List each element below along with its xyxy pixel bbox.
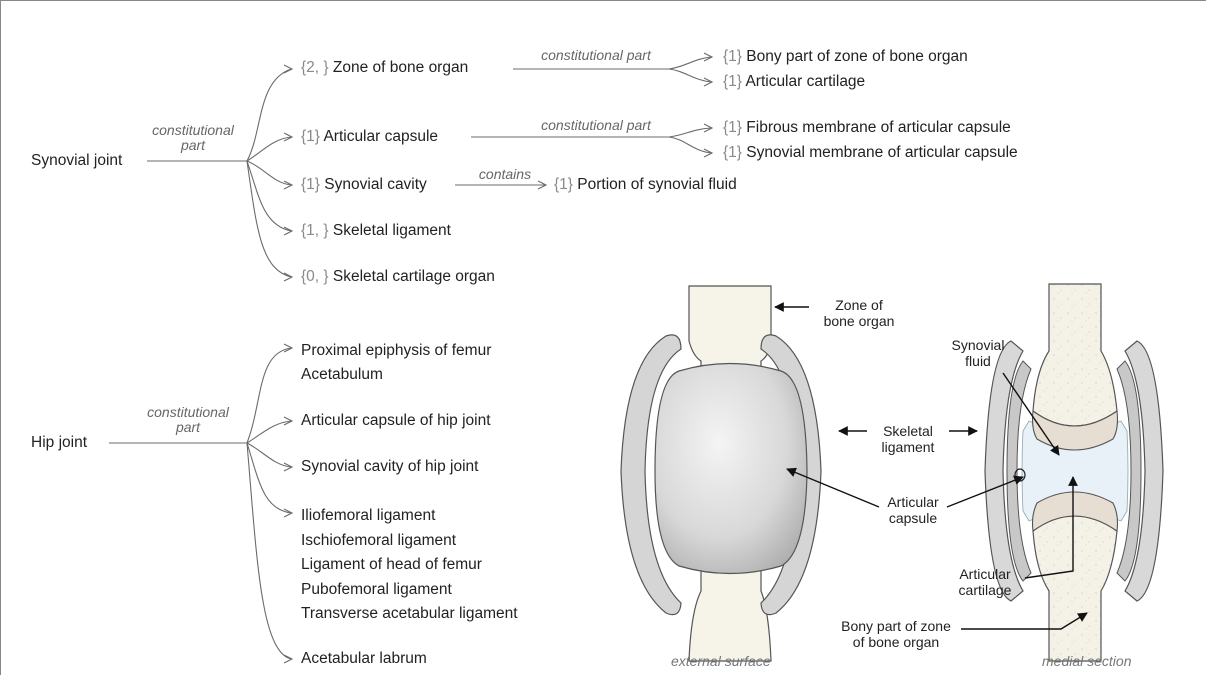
- part-label: Bony part of zone of bone organ: [746, 48, 967, 65]
- upper-bone: [1033, 284, 1117, 426]
- label-line: fluid: [945, 353, 1011, 369]
- hip-group-bones: Proximal epiphysis of femur Acetabulum: [301, 339, 491, 387]
- child-zone-of-bone-organ: {2, } Zone of bone organ: [301, 59, 468, 77]
- hip-part: Pubofemoral ligament: [301, 578, 518, 603]
- zone-rel-label: constitutional part: [526, 48, 666, 63]
- hip-rel-label: constitutional part: [131, 405, 245, 435]
- label-articular-capsule: Articular capsule: [873, 494, 953, 526]
- label-skeletal-ligament: Skeletal ligament: [867, 423, 949, 455]
- label-synovial-fluid: Synovial fluid: [945, 337, 1011, 369]
- capsule-part-synovial-membrane: {1} Synovial membrane of articular capsu…: [723, 144, 1018, 162]
- child-skeletal-cartilage-organ: {0, } Skeletal cartilage organ: [301, 268, 495, 286]
- cardinality: {1}: [554, 176, 573, 193]
- cardinality: {1}: [301, 128, 320, 145]
- zone-part-cartilage: {1} Articular cartilage: [723, 73, 865, 91]
- hip-tree-lines: [109, 344, 292, 663]
- label-line: Articular: [873, 494, 953, 510]
- cardinality: {0, }: [301, 268, 329, 285]
- synovial-rel-label: constitutional part: [141, 123, 245, 153]
- external-surface-illustration: [621, 286, 821, 661]
- cardinality: {1}: [723, 119, 742, 136]
- label-line: capsule: [873, 510, 953, 526]
- hip-part: Ischiofemoral ligament: [301, 529, 518, 554]
- label-zone-of-bone-organ: Zone of bone organ: [809, 297, 909, 329]
- hip-part: Acetabulum: [301, 363, 491, 387]
- label-line: Synovial: [945, 337, 1011, 353]
- hip-group-labrum: Acetabular labrum: [301, 650, 427, 668]
- branch-zone: [247, 69, 291, 161]
- child-label: Skeletal cartilage organ: [333, 268, 495, 285]
- hip-part: Articular capsule of hip joint: [301, 412, 491, 430]
- capsule-part-fibrous: {1} Fibrous membrane of articular capsul…: [723, 119, 1011, 137]
- rel-line-2: part: [141, 138, 245, 153]
- caption-medial-section: medial section: [1042, 653, 1132, 669]
- part-label: Fibrous membrane of articular capsule: [746, 119, 1010, 136]
- capsule-rel-label: constitutional part: [526, 118, 666, 133]
- label-line: bone organ: [809, 313, 909, 329]
- rel-line-2: part: [131, 420, 245, 435]
- rel-line-1: constitutional: [141, 123, 245, 138]
- label-articular-cartilage: Articular cartilage: [947, 566, 1023, 598]
- cardinality: {1}: [723, 48, 742, 65]
- child-label: Articular capsule: [323, 128, 438, 145]
- hip-part: Synovial cavity of hip joint: [301, 458, 478, 476]
- label-line: Skeletal: [867, 423, 949, 439]
- branch-ligament: [247, 161, 291, 231]
- label-bony-part: Bony part of zone of bone organ: [833, 618, 959, 650]
- medial-section-illustration: [985, 284, 1163, 661]
- cavity-rel-label: contains: [467, 167, 543, 182]
- rel-line-1: constitutional: [131, 405, 245, 420]
- synovial-joint-root: Synovial joint: [31, 152, 122, 170]
- part-label: Portion of synovial fluid: [577, 176, 736, 193]
- part-label: Articular cartilage: [745, 73, 865, 90]
- hip-group-cavity: Synovial cavity of hip joint: [301, 458, 478, 476]
- hip-joint-root: Hip joint: [31, 434, 87, 452]
- zone-part-bony: {1} Bony part of zone of bone organ: [723, 48, 968, 66]
- hip-group-capsule: Articular capsule of hip joint: [301, 412, 491, 430]
- lower-bone: [1033, 516, 1117, 661]
- articular-capsule-external: [655, 364, 807, 574]
- hip-group-ligaments: Iliofemoral ligament Ischiofemoral ligam…: [301, 504, 518, 627]
- cardinality: {1}: [301, 176, 320, 193]
- cardinality: {1, }: [301, 222, 329, 239]
- synovial-tree-lines: [147, 53, 712, 281]
- child-label: Skeletal ligament: [333, 222, 451, 239]
- label-line: Bony part of zone: [833, 618, 959, 634]
- label-line: cartilage: [947, 582, 1023, 598]
- label-line: ligament: [867, 439, 949, 455]
- part-label: Synovial membrane of articular capsule: [746, 144, 1017, 161]
- hip-part: Proximal epiphysis of femur: [301, 339, 491, 363]
- hip-part: Transverse acetabular ligament: [301, 602, 518, 627]
- hip-part: Ligament of head of femur: [301, 553, 518, 578]
- child-articular-capsule: {1} Articular capsule: [301, 128, 438, 146]
- cardinality: {2, }: [301, 59, 329, 76]
- child-synovial-cavity: {1} Synovial cavity: [301, 176, 427, 194]
- branch-cartilage-organ: [247, 161, 291, 277]
- hip-part: Iliofemoral ligament: [301, 504, 518, 529]
- cardinality: {1}: [723, 73, 742, 90]
- label-line: of bone organ: [833, 634, 959, 650]
- child-label: Synovial cavity: [324, 176, 427, 193]
- cardinality: {1}: [723, 144, 742, 161]
- child-skeletal-ligament: {1, } Skeletal ligament: [301, 222, 451, 240]
- label-line: Zone of: [809, 297, 909, 313]
- cavity-part-fluid: {1} Portion of synovial fluid: [554, 176, 737, 194]
- label-line: Articular: [947, 566, 1023, 582]
- hip-part: Acetabular labrum: [301, 650, 427, 668]
- child-label: Zone of bone organ: [333, 59, 468, 76]
- caption-external-surface: external surface: [671, 653, 771, 669]
